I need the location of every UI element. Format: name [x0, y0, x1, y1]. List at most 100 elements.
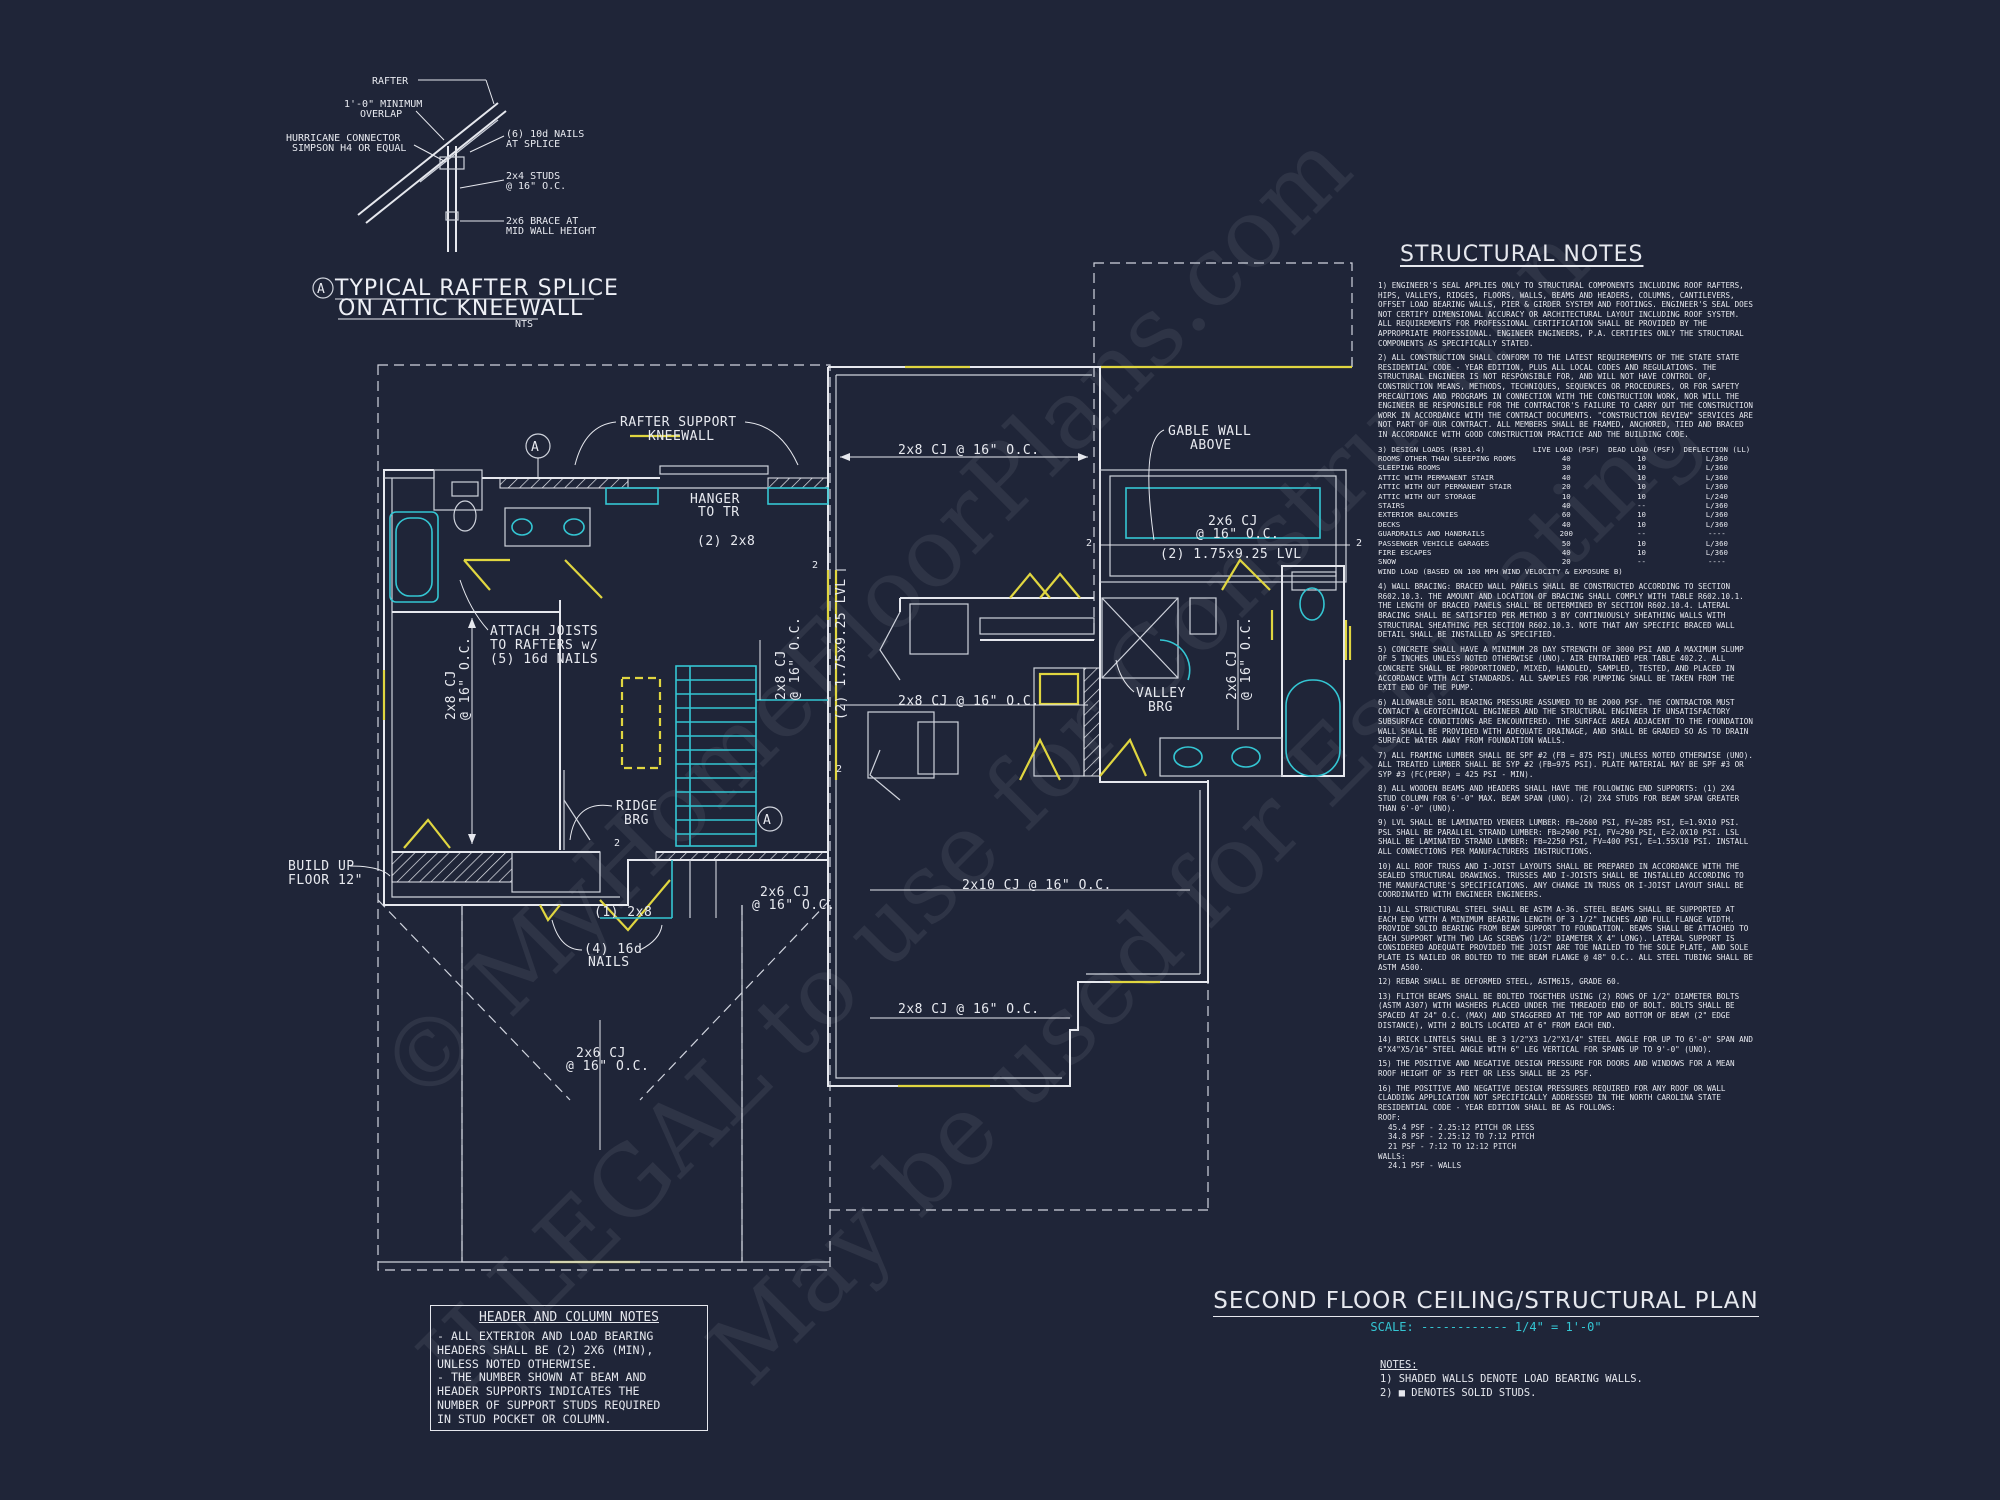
structural-note-12: 12) REBAR SHALL BE DEFORMED STEEL, ASTM6…	[1378, 977, 1621, 987]
structural-note-8: 8) ALL WOODEN BEAMS AND HEADERS SHALL HA…	[1378, 784, 1740, 813]
load-dead: 10	[1637, 482, 1646, 492]
stairs	[620, 665, 828, 847]
label-cj-2x6-small-1: 2x6 CJ	[760, 885, 810, 900]
table-row: ATTIC WITH OUT STORAGE 10 10 L/240	[1378, 492, 1756, 501]
general-note-2: 2) ■ DENOTES SOLID STUDS.	[1380, 1387, 1537, 1399]
load-live: 10	[1561, 491, 1571, 501]
label-cj-2x8-mid: 2x8 CJ @ 16" O.C.	[898, 694, 1040, 709]
section-tag-a-mid: A	[763, 813, 771, 828]
load-live: 60	[1561, 510, 1571, 520]
structural-note-2: 2) ALL CONSTRUCTION SHALL CONFORM TO THE…	[1378, 353, 1753, 439]
header-note-line: HEADERS SHALL BE (2) 2x6 (MIN),	[437, 1342, 654, 1357]
label-lvl-vertical: (2) 1.75x9.25 LVL	[834, 578, 849, 720]
header-note-line: IN STUD POCKET OR COLUMN.	[437, 1411, 612, 1426]
load-name: ATTIC WITH OUT PERMANENT STAIR	[1378, 482, 1512, 492]
load-defl: L/360	[1705, 500, 1728, 510]
label-cj-2x6-vert-2: @ 16" O.C.	[1239, 617, 1254, 700]
label-valley-1: VALLEY	[1136, 686, 1186, 701]
detail-tag: A	[317, 282, 325, 297]
load-name: SNOW	[1378, 557, 1396, 567]
load-dead: --	[1637, 529, 1646, 539]
load-dead: 10	[1637, 519, 1646, 529]
load-defl: L/360	[1705, 510, 1728, 520]
label-cj-2x6-right-1: 2x6 CJ	[1208, 514, 1258, 529]
load-live: 40	[1561, 453, 1571, 463]
loads-label: 3) DESIGN LOADS (R301.4)	[1378, 444, 1485, 454]
load-live: 50	[1561, 538, 1571, 548]
loads-head-dead: DEAD LOAD (PSF)	[1608, 444, 1675, 454]
structural-note-14: 14) BRICK LINTELS SHALL BE 3 1/2"x3 1/2"…	[1378, 1035, 1753, 1054]
detail-label-brace-1: 2x6 BRACE AT	[506, 216, 578, 227]
design-loads-table: 3) DESIGN LOADS (R301.4) LIVE LOAD (PSF)…	[1378, 445, 1756, 577]
dimension-lines	[468, 453, 1239, 1150]
load-defl: L/240	[1705, 491, 1728, 501]
loads-head-live: LIVE LOAD (PSF)	[1532, 444, 1600, 454]
section-tag-a-top: A	[531, 440, 539, 455]
label-lvl-right: (2) 1.75x9.25 LVL	[1160, 547, 1302, 562]
load-name: DECKS	[1378, 519, 1401, 529]
structural-note-9: 9) LVL SHALL BE LAMINATED VENEER LUMBER:…	[1378, 818, 1749, 857]
plan-scale: SCALE: ------------ 1/4" = 1'-0"	[1370, 1320, 1602, 1334]
roof-label: ROOF:	[1378, 1113, 1401, 1123]
label-rafter-support-1: RAFTER SUPPORT	[620, 415, 737, 430]
label-cj-2x8-stair-1: 2x8 CJ	[774, 650, 789, 700]
detail-label-studs-2: @ 16" O.C.	[506, 181, 566, 192]
label-cj-2x8-stair-2: @ 16" O.C.	[788, 617, 803, 700]
support-studs-5: 2	[614, 838, 620, 849]
header-note-line: NUMBER OF SUPPORT STUDS REQUIRED	[437, 1397, 661, 1412]
label-cj-2x8-bottom: 2x8 CJ @ 16" O.C.	[898, 1002, 1040, 1017]
structural-note-1: 1) ENGINEER'S SEAL APPLIES ONLY TO STRUC…	[1378, 281, 1753, 348]
structural-note-4: 4) WALL BRACING: BRACED WALL PANELS SHAL…	[1378, 582, 1744, 640]
load-defl: L/360	[1705, 463, 1728, 473]
label-cj-2x10: 2x10 CJ @ 16" O.C.	[962, 878, 1112, 893]
header-notes-title: HEADER AND COLUMN NOTES	[478, 1310, 659, 1325]
structural-notes-title: STRUCTURAL NOTES	[1400, 242, 1644, 267]
roof-line-1: 45.4 PSF - 2.25:12 PITCH OR LESS	[1388, 1122, 1535, 1132]
label-hanger-1: HANGER	[690, 492, 740, 507]
load-name: ATTIC WITH OUT STORAGE	[1378, 491, 1476, 501]
load-dead: 10	[1637, 463, 1646, 473]
label-one-2x8: (1) 2x8	[594, 905, 652, 920]
structural-note-13: 13) FLITCH BEAMS SHALL BE BOLTED TOGETHE…	[1378, 991, 1740, 1030]
plan-title: SECOND FLOOR CEILING/STRUCTURAL PLAN	[1213, 1288, 1759, 1317]
label-attach-3: (5) 16d NAILS	[490, 652, 598, 667]
detail-label-nails-1: (6) 10d NAILS	[506, 129, 584, 140]
general-note-1: 1) SHADED WALLS DENOTE LOAD BEARING WALL…	[1380, 1373, 1643, 1385]
load-dead: 10	[1637, 472, 1646, 482]
load-dead: 10	[1637, 510, 1646, 520]
load-defl: L/360	[1705, 482, 1728, 492]
load-live: 40	[1561, 472, 1571, 482]
label-two-2x8: (2) 2x8	[697, 534, 755, 549]
load-defl: L/360	[1705, 538, 1728, 548]
load-name: ATTIC WITH PERMANENT STAIR	[1378, 472, 1494, 482]
header-note-line: - ALL EXTERIOR AND LOAD BEARING	[437, 1329, 654, 1343]
roof-line-3: 21 PSF - 7:12 TO 12:12 PITCH	[1388, 1142, 1517, 1152]
load-name: PASSENGER VEHICLE GARAGES	[1378, 538, 1490, 548]
header-note-line: - THE NUMBER SHOWN AT BEAM AND	[437, 1370, 647, 1385]
label-gable-1: GABLE WALL	[1168, 424, 1251, 439]
label-attach-1: ATTACH JOISTS	[490, 624, 598, 639]
detail-label-studs-1: 2x4 STUDS	[506, 171, 560, 182]
load-defl: ----	[1707, 529, 1726, 539]
load-defl: L/360	[1705, 519, 1728, 529]
label-ridge-1: RIDGE	[616, 799, 658, 814]
structural-note-6: 6) ALLOWABLE SOIL BEARING PRESSURE ASSUM…	[1378, 697, 1753, 746]
label-cj-2x6-right-2: @ 16" O.C.	[1196, 527, 1279, 542]
load-defl: L/360	[1705, 547, 1728, 557]
label-attach-2: TO RAFTERS w/	[490, 638, 598, 653]
label-build-up-1: BUILD UP	[288, 859, 355, 874]
header-note-line: UNLESS NOTED OTHERWISE.	[437, 1356, 598, 1371]
general-notes-heading: NOTES:	[1380, 1359, 1418, 1371]
structural-note-7: 7) ALL FRAMING LUMBER SHALL BE SPF #2 (F…	[1378, 750, 1753, 779]
load-dead: 10	[1637, 491, 1646, 501]
load-live: 30	[1561, 463, 1571, 473]
